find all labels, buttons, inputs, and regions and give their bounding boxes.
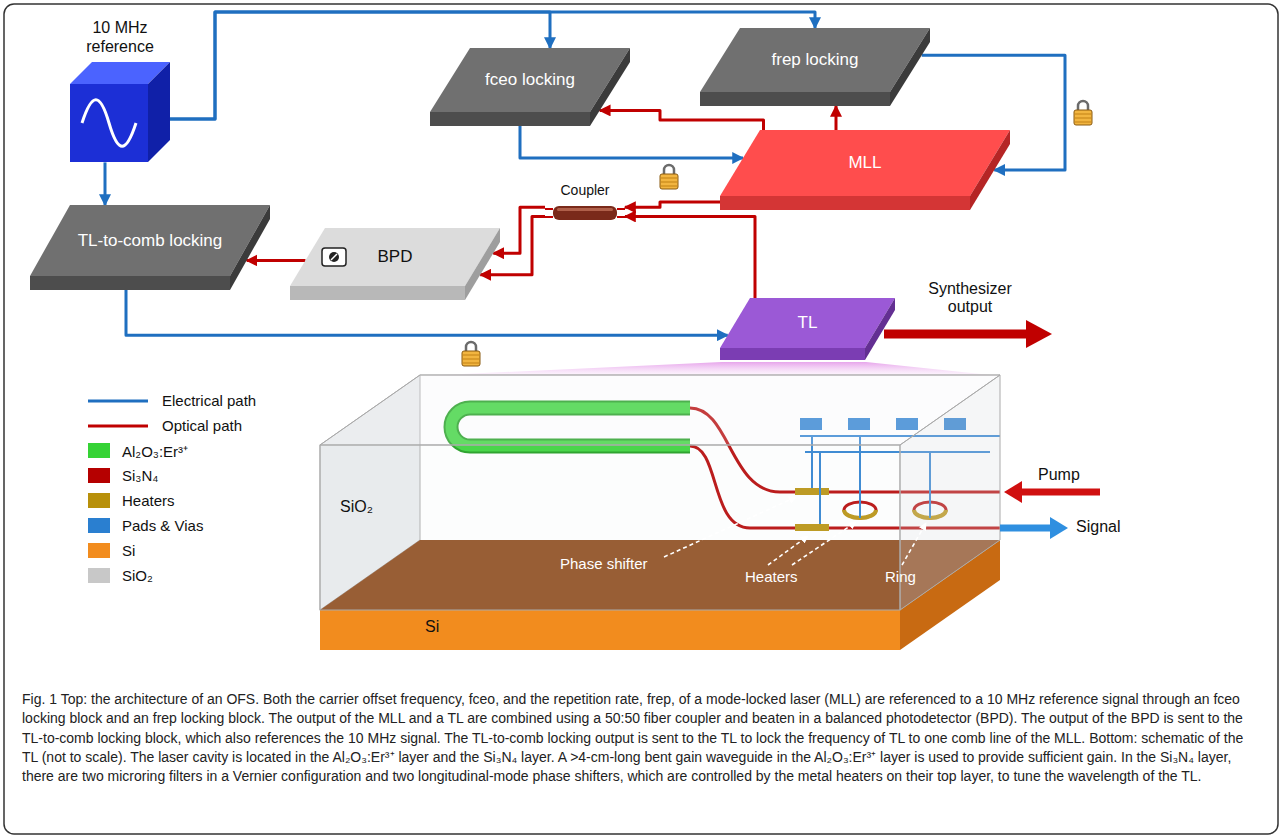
detector-block: BPD [290,228,500,300]
node-label: 10 MHz reference [70,18,170,56]
legend-row: Pads & Vias [88,513,256,538]
layer-label: Si [425,618,439,636]
reference-source: 10 MHz reference [70,18,170,162]
figure-frame [4,4,1278,834]
node-label: frep locking [772,50,859,70]
node-label: BPD [378,247,413,267]
legend-label: Si₃N₄ [122,467,158,484]
legend-row: SiO₂ [88,563,256,588]
node-label: fceo locking [485,70,575,90]
legend-row: Optical path [88,413,256,438]
legend-swatch [88,543,110,558]
part-label: Ring [885,568,916,585]
optical-path [493,207,545,253]
legend-label: SiO₂ [122,567,153,584]
laser-block: MLL [720,130,1010,210]
port-label: Signal [1076,518,1120,536]
signal-arrow [1000,525,1052,532]
legend-label: Al₂O₃:Er³⁺ [122,441,188,461]
optical-path [600,110,764,130]
pump-arrow [1020,489,1100,496]
node-label: Coupler [545,182,625,199]
legend-label: Heaters [122,492,175,509]
optical-path [835,106,838,130]
legend-row: Si₃N₄ [88,463,256,488]
legend-row: Al₂O₃:Er³⁺ [88,438,256,463]
leader-line [664,497,926,565]
legend-label: Si [122,542,135,559]
signal-arrow [1050,517,1068,539]
part-label: Heaters [745,568,798,585]
figure-caption: Fig. 1 Top: the architecture of an OFS. … [22,690,1260,787]
coupler-shape [545,204,625,222]
electrical-path [104,162,107,205]
legend-label: Pads & Vias [122,517,203,534]
legend-swatch [88,493,110,508]
legend-row: Electrical path [88,388,256,413]
tunable-laser: TL [720,298,895,360]
node-label: TL-to-comb locking [78,231,223,251]
legend-row: Heaters [88,488,256,513]
node-label: TL [798,313,818,333]
legend-line [88,421,148,431]
optical-path [247,259,306,262]
lock-icon [462,342,480,366]
fiber-coupler: Coupler [545,182,625,224]
legend-row: Si [88,538,256,563]
zoom-gradient [420,362,1000,376]
legend-swatch [88,568,110,583]
locking-block: TL-to-comb locking [30,205,270,290]
signal-generator-icon [70,62,170,162]
node-label: MLL [848,153,881,173]
part-label: Phase shifter [560,555,648,572]
output-label: Synthesizer output [905,280,1035,317]
legend-swatch [88,468,110,483]
lock-icon [660,165,678,189]
electrical-path [520,126,743,158]
output-arrow [884,320,1052,348]
si-substrate-front [320,610,900,650]
locking-block: frep locking [700,28,930,106]
locking-block: fceo locking [430,48,630,126]
legend-swatch [88,443,110,458]
pump-arrow [1004,481,1022,503]
chip-schematic [320,375,1100,650]
layer-label: SiO₂ [340,498,373,516]
lock-icon [1074,101,1092,125]
optical-path [625,202,720,207]
legend-label: Electrical path [162,392,256,409]
legend-label: Optical path [162,417,242,434]
legend-line [88,396,148,406]
port-label: Pump [1038,466,1080,484]
legend: Electrical pathOptical pathAl₂O₃:Er³⁺ Si₃… [88,388,256,588]
legend-swatch [88,518,110,533]
optical-path [625,216,755,298]
